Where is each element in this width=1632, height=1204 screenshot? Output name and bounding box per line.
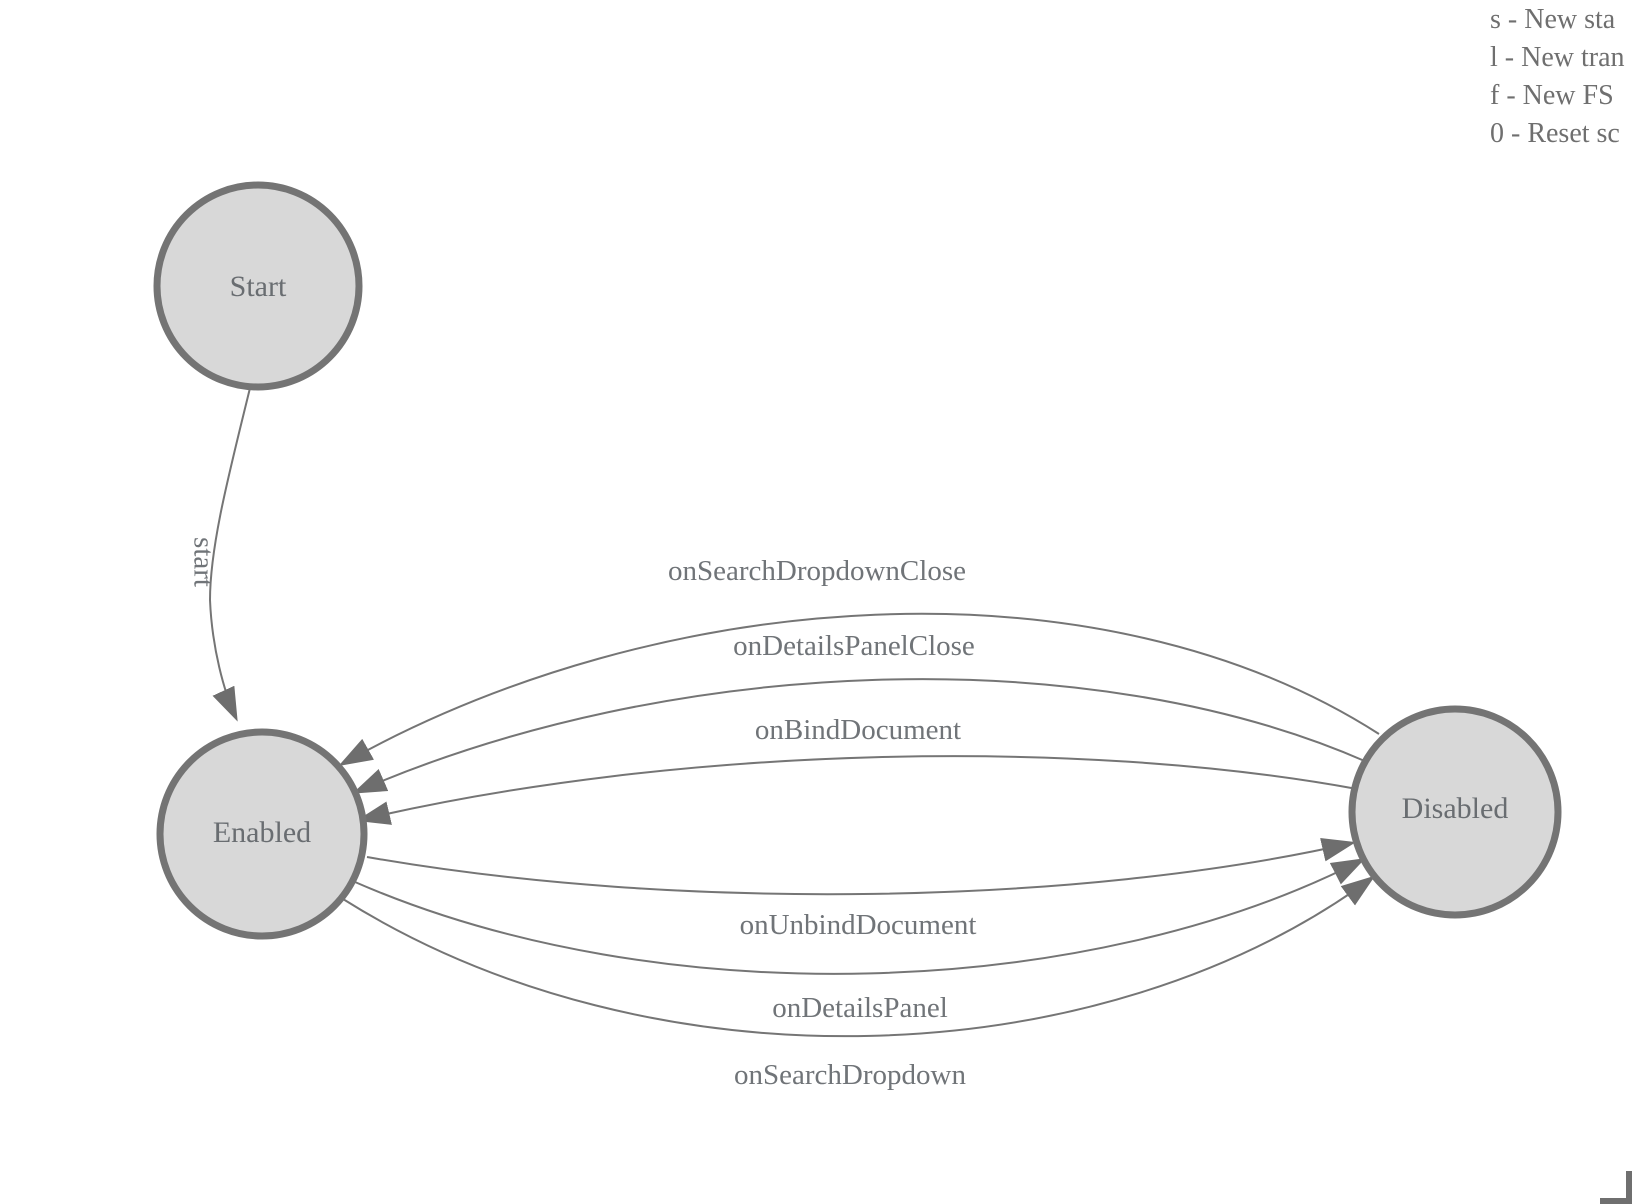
transition-label-start[interactable]: start (187, 537, 219, 587)
legend-line-reset-scale: 0 - Reset sc (1490, 118, 1620, 149)
transition-edge-onUnbindDocument[interactable] (366, 837, 1356, 896)
transition-label-onSearchDropdownClose[interactable]: onSearchDropdownClose (668, 555, 966, 587)
transition-edge-onSearchDropdown[interactable] (342, 875, 1376, 1038)
state-circle-enabled[interactable] (156, 728, 368, 940)
transition-edge-onSearchDropdownClose[interactable] (338, 612, 1380, 766)
transition-label-onDetailsPanelClose[interactable]: onDetailsPanelClose (733, 630, 975, 662)
legend-line-new-state: s - New sta (1490, 4, 1616, 35)
legend-line-new-transition: l - New tran (1490, 42, 1625, 73)
transition-label-onDetailsPanel[interactable]: onDetailsPanel (772, 992, 948, 1024)
state-node-enabled[interactable]: Enabled (156, 728, 368, 940)
state-circle-disabled[interactable] (1348, 705, 1562, 919)
clipped-corner-bracket (1600, 1171, 1632, 1204)
legend-line-new-fsm: f - New FS (1490, 80, 1614, 111)
state-label-start: Start (230, 270, 287, 303)
state-node-disabled[interactable]: Disabled (1348, 705, 1562, 919)
transition-label-onUnbindDocument[interactable]: onUnbindDocument (740, 909, 977, 941)
transition-edge-onDetailsPanelClose[interactable] (352, 678, 1368, 794)
transition-label-onBindDocument[interactable]: onBindDocument (755, 714, 961, 746)
transition-label-onSearchDropdown[interactable]: onSearchDropdown (734, 1059, 966, 1091)
shortcut-legend: s - New sta l - New tran f - New FS 0 - … (1490, 1, 1632, 153)
transition-edge-start[interactable] (208, 387, 251, 722)
transition-edge-onBindDocument[interactable] (356, 755, 1358, 825)
state-node-start[interactable]: Start (153, 181, 363, 391)
state-label-disabled: Disabled (1402, 792, 1509, 825)
state-label-enabled: Enabled (213, 816, 311, 849)
state-circle-start[interactable] (153, 181, 363, 391)
transition-edge-onDetailsPanel[interactable] (354, 858, 1366, 975)
